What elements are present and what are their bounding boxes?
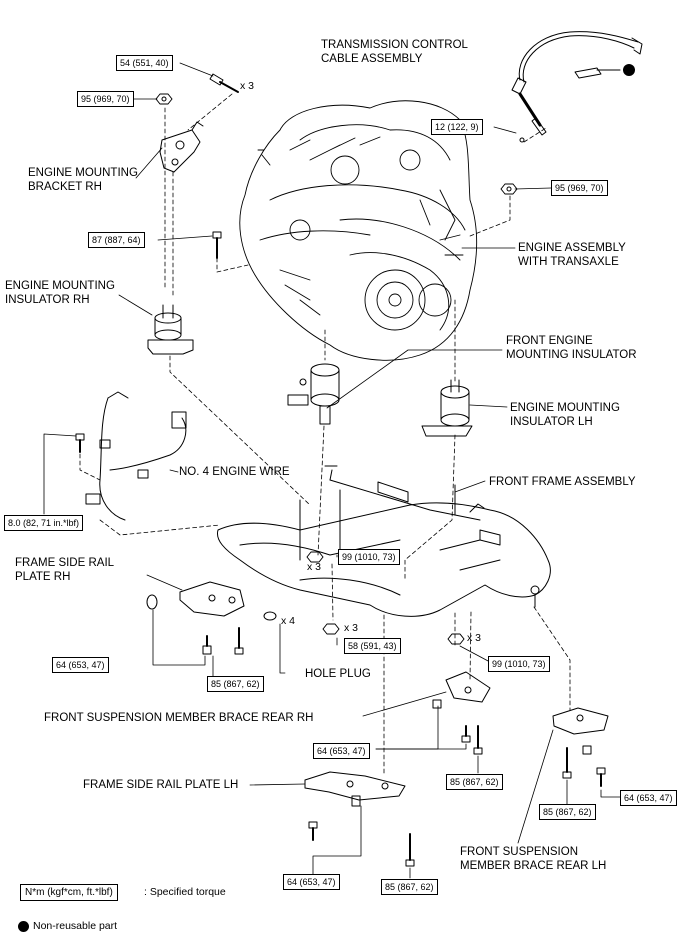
front-engine-mounting-insulator-label-line2: MOUNTING INSULATOR xyxy=(506,349,637,361)
torque-spec: 99 (1010, 73) xyxy=(338,549,400,565)
torque-spec: 54 (551, 40) xyxy=(116,55,173,71)
legend-nonreusable-dot xyxy=(18,921,29,932)
engine-wire-icon xyxy=(85,391,187,521)
engine-mounting-insulator-rh-icon xyxy=(147,304,194,355)
torque-spec: 58 (591, 43) xyxy=(344,638,401,654)
engine-mounting-insulator-rh-label-line1: ENGINE MOUNTING xyxy=(5,280,115,292)
engine-mounting-bracket-rh-label-line1: ENGINE MOUNTING xyxy=(28,167,138,179)
engine-assembly-label-line2: WITH TRANSAXLE xyxy=(518,256,619,268)
engine-assembly-icon xyxy=(239,100,478,361)
quantity: x 3 xyxy=(307,561,322,573)
hole-plug-label: HOLE PLUG xyxy=(305,668,371,680)
transmission-cable-icon xyxy=(511,31,643,143)
bolt-icon xyxy=(209,73,239,93)
front-frame-assembly-icon xyxy=(216,465,551,617)
torque-spec: 64 (653, 47) xyxy=(313,743,370,759)
engine-mounting-insulator-lh-label: ENGINE MOUNTING INSULATOR LH xyxy=(510,401,620,429)
frame-side-rail-plate-rh-label-line2: PLATE RH xyxy=(15,571,71,583)
engine-mounting-bracket-rh-icon xyxy=(159,121,204,173)
engine-assembly-label: ENGINE ASSEMBLY WITH TRANSAXLE xyxy=(518,241,626,269)
torque-spec: 85 (867, 62) xyxy=(381,879,438,895)
torque-spec: 85 (867, 62) xyxy=(539,804,596,820)
front-engine-mounting-insulator-label: FRONT ENGINE MOUNTING INSULATOR xyxy=(506,334,637,362)
engine-mounting-insulator-rh-label: ENGINE MOUNTING INSULATOR RH xyxy=(5,279,115,307)
nut-icon xyxy=(155,93,173,105)
nut-icon xyxy=(322,623,340,635)
front-suspension-brace-rear-rh-label: FRONT SUSPENSION MEMBER BRACE REAR RH xyxy=(44,712,314,724)
torque-spec: 64 (653, 47) xyxy=(283,874,340,890)
quantity: x 3 xyxy=(240,80,255,92)
front-engine-mounting-insulator-label-line1: FRONT ENGINE xyxy=(506,335,593,347)
quantity: x 3 xyxy=(467,632,482,644)
nut-icon xyxy=(500,183,518,195)
front-frame-assembly-label: FRONT FRAME ASSEMBLY xyxy=(489,476,636,488)
legend-torque-text: : Specified torque xyxy=(144,886,226,898)
transmission-cable-label-line2: CABLE ASSEMBLY xyxy=(321,53,423,65)
engine-mounting-insulator-lh-label-line1: ENGINE MOUNTING xyxy=(510,402,620,414)
legend-nonreusable-text: Non-reusable part xyxy=(33,920,118,932)
front-suspension-brace-rear-lh-label-line1: FRONT SUSPENSION xyxy=(460,846,578,858)
front-suspension-brace-rear-rh-icon xyxy=(432,671,491,709)
legend-torque-box: N*m (kgf*cm, ft.*lbf) xyxy=(20,884,118,901)
transmission-cable-label: TRANSMISSION CONTROL CABLE ASSEMBLY xyxy=(321,38,468,66)
torque-spec: 87 (887, 64) xyxy=(88,232,145,248)
no4-engine-wire-label: NO. 4 ENGINE WIRE xyxy=(179,466,290,478)
bolt-icon xyxy=(308,821,318,841)
frame-side-rail-plate-rh-label-line1: FRAME SIDE RAIL xyxy=(15,557,115,569)
frame-side-rail-plate-rh-label: FRAME SIDE RAIL PLATE RH xyxy=(15,556,114,584)
torque-spec: 85 (867, 62) xyxy=(207,676,264,692)
bolt-icon xyxy=(562,747,572,779)
front-suspension-brace-rear-lh-label-line2: MEMBER BRACE REAR LH xyxy=(460,860,607,872)
frame-side-rail-plate-lh-label: FRAME SIDE RAIL PLATE LH xyxy=(83,779,239,791)
front-suspension-brace-rear-lh-label: FRONT SUSPENSION MEMBER BRACE REAR LH xyxy=(460,845,606,873)
bolt-icon xyxy=(473,725,483,755)
non-reusable-dot xyxy=(623,64,635,76)
engine-mounting-insulator-lh-icon xyxy=(421,379,473,437)
bolt-icon xyxy=(405,833,415,867)
bolt-icon xyxy=(596,767,606,787)
torque-spec: 99 (1010, 73) xyxy=(488,656,550,672)
engine-assembly-label-line1: ENGINE ASSEMBLY xyxy=(518,242,626,254)
frame-side-rail-plate-rh-icon xyxy=(146,581,245,617)
torque-spec: 64 (653, 47) xyxy=(52,657,109,673)
engine-mounting-insulator-rh-label-line2: INSULATOR RH xyxy=(5,294,90,306)
front-suspension-brace-rear-lh-icon xyxy=(552,707,609,755)
front-engine-mounting-insulator-icon xyxy=(287,363,340,425)
transmission-cable-label-line1: TRANSMISSION CONTROL xyxy=(321,39,468,51)
bolt-icon xyxy=(212,231,222,259)
nut-icon xyxy=(447,633,465,645)
torque-spec: 95 (969, 70) xyxy=(77,91,134,107)
nut-icon xyxy=(306,551,324,563)
torque-spec: 8.0 (82, 71 in.*lbf) xyxy=(4,515,84,531)
torque-spec: 95 (969, 70) xyxy=(551,180,608,196)
engine-mounting-bracket-rh-label: ENGINE MOUNTING BRACKET RH xyxy=(28,166,138,194)
frame-side-rail-plate-lh-icon xyxy=(304,771,406,807)
bolt-icon xyxy=(234,627,244,655)
engine-mounting-bracket-rh-label-line2: BRACKET RH xyxy=(28,181,102,193)
bolt-icon xyxy=(75,433,85,453)
hole-plug-icon xyxy=(263,611,277,621)
torque-spec: 64 (653, 47) xyxy=(620,790,677,806)
torque-spec: 12 (122, 9) xyxy=(431,119,483,135)
bolt-icon xyxy=(461,725,471,743)
engine-mounting-insulator-lh-label-line2: INSULATOR LH xyxy=(510,416,593,428)
leader-lines xyxy=(43,62,622,879)
torque-spec: 85 (867, 62) xyxy=(446,774,503,790)
quantity: x 3 xyxy=(344,622,359,634)
quantity: x 4 xyxy=(281,615,296,627)
assembly-dashed-lines xyxy=(79,93,571,776)
bolt-icon xyxy=(202,635,212,655)
